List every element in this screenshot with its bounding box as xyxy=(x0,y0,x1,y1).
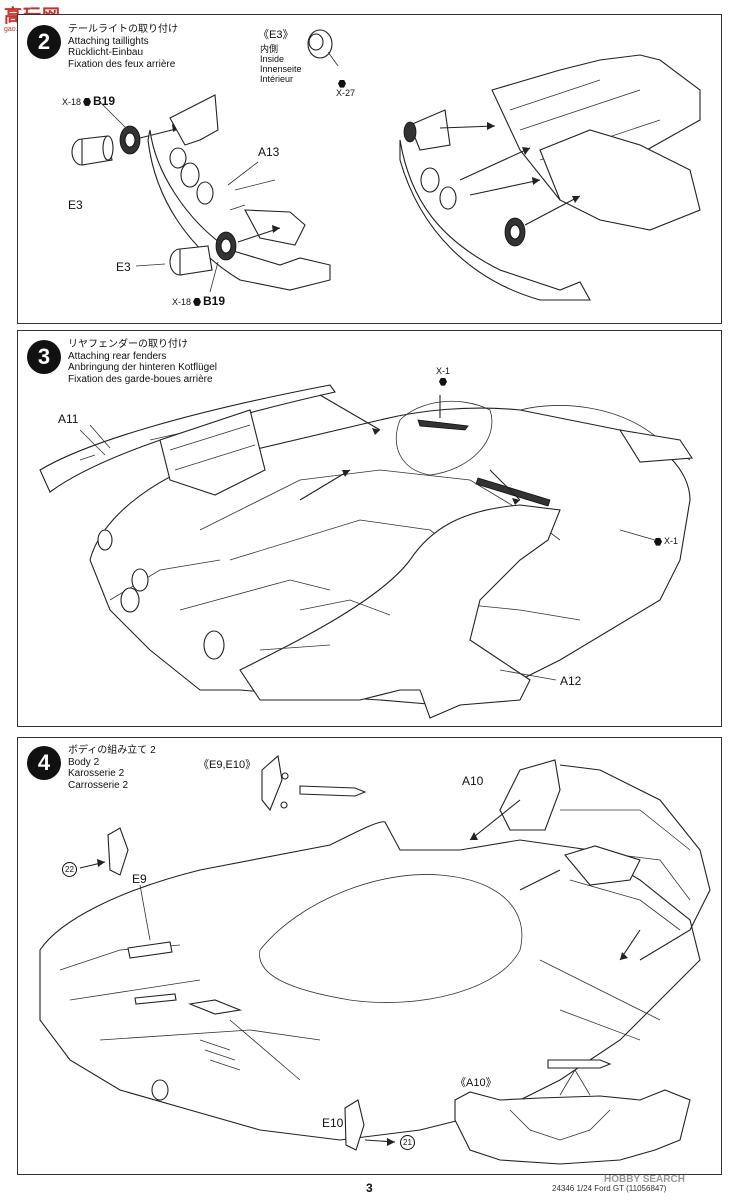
step-2-title-jp: テールライトの取り付け xyxy=(68,24,178,35)
part-e3-left: E3 xyxy=(68,198,83,212)
step-2-title-de: Rücklicht-Einbau xyxy=(68,47,144,58)
part-x1-top-label: X-1 xyxy=(436,366,451,376)
part-x1-top: X-1 xyxy=(436,366,450,386)
step-4-title-jp: ボディの組み立て 2 xyxy=(68,745,156,756)
step-4-titles: ボディの組み立て 2 Body 2 Karosserie 2 Carrosser… xyxy=(68,745,156,791)
part-a12: A12 xyxy=(560,674,582,688)
part-e10: E10 xyxy=(322,1116,344,1130)
part-21-marker: 21 xyxy=(400,1135,415,1151)
inset-e3-en: Inside xyxy=(260,54,285,64)
inset-e3-notes: 内側 Inside Innenseite Intérieur xyxy=(260,44,302,84)
part-b19-top-label: B19 xyxy=(93,94,116,108)
step-2-title-fr: Fixation des feux arrière xyxy=(68,58,176,70)
hex-marker-icon xyxy=(654,537,662,546)
step-3-title-en: Attaching rear fenders xyxy=(68,350,167,362)
part-x1-right-label: X-1 xyxy=(664,536,679,546)
part-e3-bottom: E3 xyxy=(116,260,131,274)
step-3-title-jp: リヤフェンダーの取り付け xyxy=(68,339,188,350)
gear-ring-top xyxy=(119,125,141,155)
part-a11: A11 xyxy=(58,412,79,426)
step-3-title-de: Anbringung der hinteren Kotflügel xyxy=(68,362,217,373)
part-a13: A13 xyxy=(258,145,280,159)
catalog-code: 24346 1/24 Ford GT (11056847) xyxy=(552,1184,667,1193)
part-x18-top: X-18 xyxy=(62,97,82,107)
hex-marker-icon xyxy=(338,79,346,88)
inset-e3-fr: Intérieur xyxy=(260,74,294,84)
part-22-marker: 22 xyxy=(62,862,77,878)
part-b19-top: X-18 B19 xyxy=(62,94,115,108)
part-22-circle: 22 xyxy=(62,862,77,878)
step-2-titles: テールライトの取り付け Attaching taillights Rücklic… xyxy=(68,24,178,70)
step-3-number: 3 xyxy=(27,340,61,374)
hex-marker-icon xyxy=(83,97,92,106)
inset-e3-de: Innenseite xyxy=(260,64,302,74)
part-b19-bottom-label: B19 xyxy=(203,294,226,308)
inset-e3-part-label: X-27 xyxy=(336,88,356,98)
part-x18-bottom: X-18 xyxy=(172,297,192,307)
step-3-titles: リヤフェンダーの取り付け Attaching rear fenders Anbr… xyxy=(68,339,217,385)
inset-e3-part: X-27 xyxy=(336,78,355,98)
part-a10: A10 xyxy=(462,774,484,788)
step-4-title-fr: Carrosserie 2 xyxy=(68,779,129,791)
part-x1-right: X-1 xyxy=(652,536,678,546)
step-2-title-en: Attaching taillights xyxy=(68,35,149,47)
inset-a10-label: 《A10》 xyxy=(455,1077,497,1089)
inset-e9-e10-label: 《E9,E10》 xyxy=(198,759,257,771)
step-3-title-fr: Fixation des garde-boues arrière xyxy=(68,373,213,385)
hex-marker-icon xyxy=(193,297,202,306)
step-4-title-en: Body 2 xyxy=(68,756,100,768)
page-number: 3 xyxy=(366,1181,373,1195)
bottom-watermark: HOBBY SEARCH xyxy=(604,1174,685,1185)
step-4-number: 4 xyxy=(27,746,61,780)
step-2-number: 2 xyxy=(27,25,61,59)
part-e9: E9 xyxy=(132,872,147,886)
step-4-title-de: Karosserie 2 xyxy=(68,768,125,779)
part-21-circle: 21 xyxy=(400,1135,415,1151)
inset-e3-label: 《E3》 xyxy=(258,29,294,41)
inset-e3-jp: 内側 xyxy=(260,44,279,54)
part-b19-bottom: X-18 B19 xyxy=(172,294,225,308)
hex-marker-icon xyxy=(439,377,447,386)
